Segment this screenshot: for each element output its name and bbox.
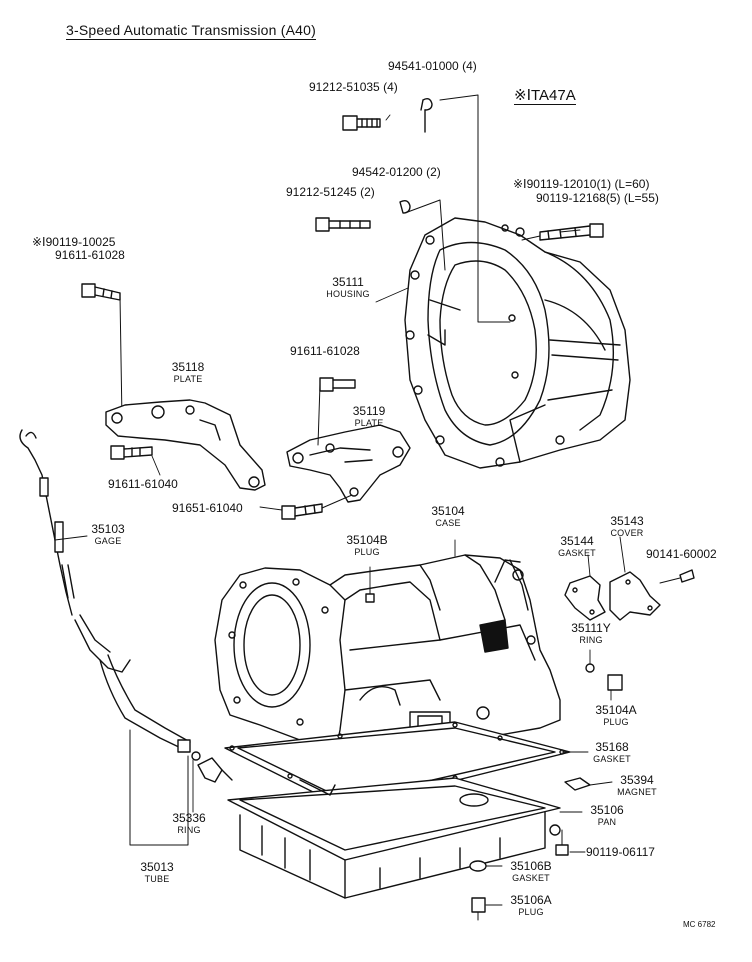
part-35104-case-label: 35104 CASE <box>431 504 465 529</box>
upper-bolts-drawing <box>82 95 603 420</box>
part-91611-61028-plate-label: 91611-61028 <box>290 344 360 358</box>
part-number: 35106 <box>590 803 624 817</box>
part-91611-61040-label: 91611-61040 <box>108 477 178 491</box>
figure-code: MC 6782 <box>683 920 716 929</box>
part-name: RING <box>177 825 201 835</box>
part-number: 35119 <box>352 404 386 418</box>
part-number: 35013 <box>140 860 174 874</box>
part-35111-housing-label: 35111 HOUSING <box>326 275 370 300</box>
part-number: 35106A <box>510 893 552 907</box>
part-35143-cover-label: 35143 COVER <box>610 514 644 539</box>
part-35336-ring-label: 35336 RING <box>172 811 206 836</box>
part-35104b-plug-label: 35104B PLUG <box>346 533 388 558</box>
part-35394-magnet-label: 35394 MAGNET <box>617 773 657 798</box>
part-number: 35111 <box>332 275 364 289</box>
diagram-title: 3-Speed Automatic Transmission (A40) <box>66 22 316 40</box>
part-name: GASKET <box>512 873 550 883</box>
part-name: GASKET <box>558 548 596 558</box>
part-35106b-gasket-label: 35106B GASKET <box>510 859 552 884</box>
part-35106a-plug-label: 35106A PLUG <box>510 893 552 918</box>
part-name: PLATE <box>173 374 203 384</box>
part-name: GASKET <box>593 754 631 764</box>
part-94542-label: 94542-01200 (2) <box>352 165 441 179</box>
part-35119-plate-label: 35119 PLATE <box>352 404 386 429</box>
part-94541-label: 94541-01000 (4) <box>388 59 477 73</box>
part-name: HOUSING <box>326 289 370 299</box>
part-number: 35168 <box>595 740 629 754</box>
plate-35118-drawing <box>106 400 265 490</box>
part-name: RING <box>579 635 603 645</box>
part-number: 35144 <box>560 534 594 548</box>
part-name: MAGNET <box>617 787 657 797</box>
part-90141-60002-label: 90141-60002 <box>646 547 717 561</box>
part-35106-pan-label: 35106 PAN <box>590 803 624 828</box>
part-name: PLUG <box>603 717 629 727</box>
part-91212-51035-label: 91212-51035 (4) <box>309 80 398 94</box>
oil-pan-drawing <box>228 778 560 898</box>
part-number: 35336 <box>172 811 206 825</box>
part-number: 35104 <box>431 504 465 518</box>
part-name: PLATE <box>354 418 384 428</box>
part-name: TUBE <box>144 874 170 884</box>
part-number: 35103 <box>91 522 125 536</box>
part-90119-12010-label: ※Ⅰ90119-12010(1) (L=60) <box>513 177 650 191</box>
part-name: CASE <box>435 518 461 528</box>
part-35111y-ring-label: 35111Y RING <box>571 621 611 646</box>
side-cover-parts-drawing <box>470 570 694 920</box>
part-number: 35106B <box>510 859 552 873</box>
part-35168-gasket-label: 35168 GASKET <box>593 740 631 765</box>
part-91651-61040-label: 91651-61040 <box>172 501 243 515</box>
part-35013-tube-label: 35013 TUBE <box>140 860 174 885</box>
part-90119-12168-label: 90119-12168(5) (L=55) <box>536 191 659 205</box>
part-91611-61028-upper-label: 91611-61028 <box>55 248 125 262</box>
part-35144-gasket-label: 35144 GASKET <box>558 534 596 559</box>
part-90119-06117-label: 90119-06117 <box>586 845 655 859</box>
part-35118-plate-label: 35118 PLATE <box>171 360 205 385</box>
part-number: 35394 <box>620 773 654 787</box>
variant-note: ※ⅠTA47A <box>514 87 576 105</box>
part-number: 35104B <box>346 533 388 547</box>
part-number: 35118 <box>171 360 205 374</box>
part-number: 35143 <box>610 514 644 528</box>
converter-housing-drawing <box>405 218 630 468</box>
part-number: 35104A <box>595 703 637 717</box>
dipstick-tube-drawing <box>20 430 232 845</box>
part-35103-gage-label: 35103 GAGE <box>91 522 125 547</box>
part-90119-10025-label: ※Ⅰ90119-10025 <box>32 235 116 249</box>
part-name: PAN <box>597 817 617 827</box>
part-name: PLUG <box>518 907 544 917</box>
plate-35119-drawing <box>282 378 410 519</box>
part-91212-51245-label: 91212-51245 (2) <box>286 185 375 199</box>
part-name: GAGE <box>94 536 122 546</box>
part-number: 35111Y <box>571 621 611 635</box>
leader-lines <box>55 115 625 905</box>
part-35104a-plug-label: 35104A PLUG <box>595 703 637 728</box>
part-name: PLUG <box>354 547 380 557</box>
part-name: COVER <box>610 528 644 538</box>
